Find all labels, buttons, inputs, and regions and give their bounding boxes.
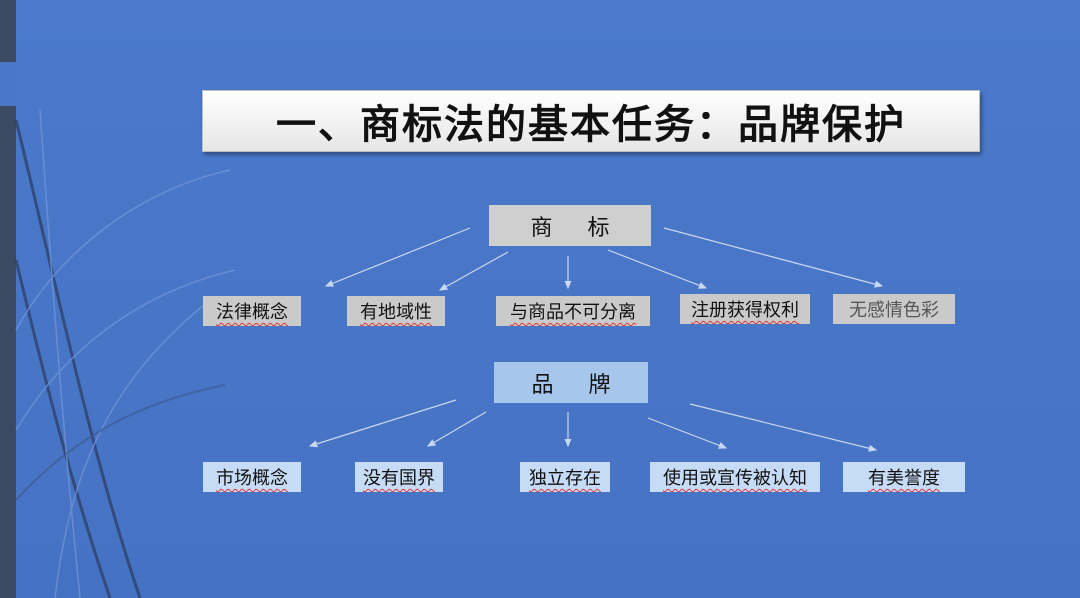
brand-leaf-3: 独立存在 [520, 462, 610, 492]
title-box: 一、商标法的基本任务：品牌保护 [202, 90, 980, 152]
trademark-leaf-label: 注册获得权利 [691, 300, 799, 321]
arrow-brand-4 [647, 417, 728, 449]
trademark-leaf-label: 无感情色彩 [849, 300, 939, 321]
trademark-leaf-2: 有地域性 [347, 296, 445, 326]
brand-leaf-label: 有美誉度 [868, 468, 940, 489]
trademark-leaf-label: 法律概念 [216, 302, 288, 323]
arrow-trademark-4 [607, 249, 708, 289]
brand-leaf-label: 独立存在 [529, 468, 601, 489]
brand-node: 品 牌 [494, 362, 648, 403]
arrow-brand-5 [689, 403, 878, 452]
trademark-label: 商 标 [530, 215, 624, 241]
trademark-leaf-1: 法律概念 [203, 296, 301, 326]
trademark-leaf-4: 注册获得权利 [680, 294, 810, 324]
brand-leaf-label: 没有国界 [363, 468, 435, 489]
arrow-brand-1 [308, 399, 457, 448]
brand-leaf-2: 没有国界 [355, 462, 443, 492]
left-edge-gap [0, 62, 16, 106]
brand-label: 品 牌 [531, 372, 625, 398]
brand-leaf-4: 使用或宣传被认知 [650, 462, 820, 492]
decorative-curves [14, 109, 236, 598]
trademark-node: 商 标 [489, 205, 651, 246]
trademark-leaf-3: 与商品不可分离 [496, 296, 650, 326]
left-edge-bar [0, 0, 16, 598]
page-title: 一、商标法的基本任务：品牌保护 [276, 101, 906, 148]
arrow-trademark-5 [663, 227, 884, 288]
brand-leaf-label: 市场概念 [216, 468, 288, 489]
trademark-leaf-label: 与商品不可分离 [510, 302, 636, 323]
arrow-trademark-2 [438, 251, 509, 291]
trademark-leaf-label: 有地域性 [360, 302, 432, 323]
brand-leaf-5: 有美誉度 [843, 462, 965, 492]
arrow-brand-2 [426, 411, 487, 447]
brand-leaf-1: 市场概念 [203, 462, 301, 492]
brand-leaf-label: 使用或宣传被认知 [663, 468, 807, 489]
trademark-leaf-5: 无感情色彩 [833, 294, 955, 324]
arrow-trademark-1 [324, 227, 471, 287]
